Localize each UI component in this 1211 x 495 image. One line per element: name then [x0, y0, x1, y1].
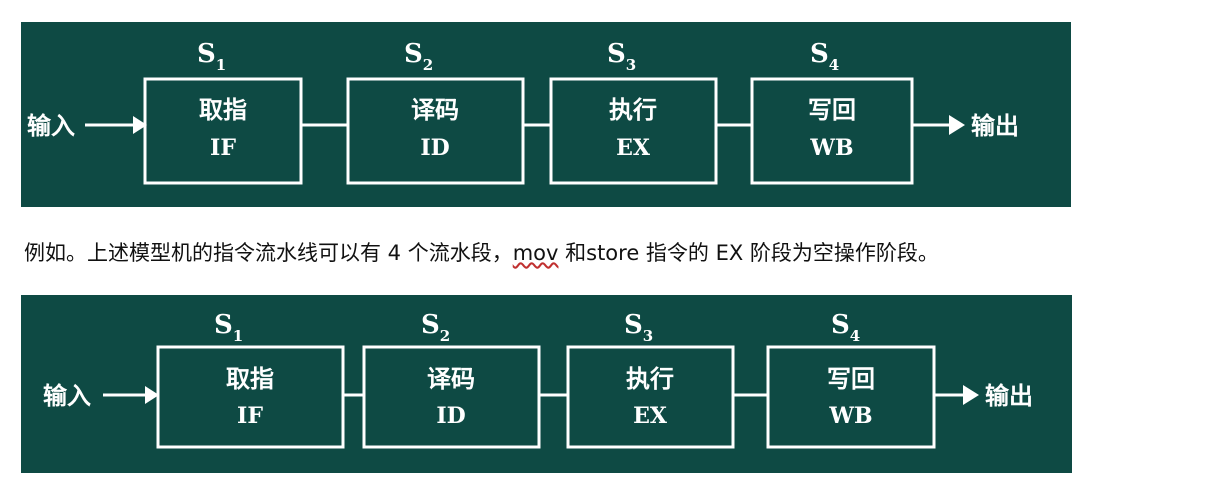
- stage-en-4: WB: [809, 135, 853, 161]
- stage-box-3: [566, 345, 735, 449]
- stage-cn-3: 执行: [626, 365, 674, 393]
- stage-tag-4: S4: [810, 39, 839, 74]
- caption-middle: 和store 指令的 EX 阶段为空操作阶段。: [558, 241, 939, 265]
- pipeline-diagram-bottom: 输入 输出 S1 S2 S3 S4 取指 IF 译码 ID 执行 EX 写回 W…: [21, 295, 1072, 473]
- stage-cn-2: 译码: [427, 365, 475, 393]
- stage-cn-1: 取指: [226, 365, 274, 393]
- caption-mov: mov: [512, 241, 559, 265]
- stage-box-3: [549, 77, 718, 185]
- stage-cn-3: 执行: [609, 96, 657, 124]
- stage-tag-1: S1: [197, 39, 226, 74]
- stage-box-1: [143, 77, 303, 185]
- stage-cn-1: 取指: [199, 96, 247, 124]
- caption-text: 例如。上述模型机的指令流水线可以有 4 个流水段，mov 和store 指令的 …: [24, 237, 1209, 267]
- stage-tag-3: S3: [624, 310, 653, 345]
- output-label: 输出: [985, 382, 1033, 410]
- stage-cn-4: 写回: [827, 365, 875, 393]
- caption-prefix: 例如。上述模型机的指令流水线可以有 4 个流水段，: [24, 241, 513, 265]
- pipeline-svg-bottom: 输入 输出 S1 S2 S3 S4 取指 IF 译码 ID 执行 EX 写回 W…: [43, 310, 1033, 449]
- pipeline-diagram-top: 输入 输出 S1 S2 S3 S4 取指 IF 译码 ID 执行 EX 写回 W…: [21, 22, 1071, 207]
- stage-cn-2: 译码: [411, 96, 459, 124]
- stage-tag-2: S2: [421, 310, 450, 345]
- input-label: 输入: [43, 382, 91, 410]
- stage-en-2: ID: [420, 135, 449, 161]
- stage-box-1: [156, 345, 345, 449]
- stage-en-4: WB: [828, 403, 872, 429]
- stage-box-2: [346, 77, 525, 185]
- stage-tag-3: S3: [607, 39, 636, 74]
- stage-en-3: EX: [616, 135, 651, 161]
- stage-box-4: [750, 77, 914, 185]
- input-arrowhead: [145, 386, 159, 404]
- input-arrowhead: [133, 116, 147, 134]
- stage-tag-2: S2: [404, 39, 433, 74]
- pipeline-svg-top: 输入 输出 S1 S2 S3 S4 取指 IF 译码 ID 执行 EX 写回 W…: [27, 39, 1019, 185]
- stage-en-2: ID: [436, 403, 465, 429]
- output-label: 输出: [971, 112, 1019, 140]
- stage-cn-4: 写回: [808, 96, 856, 124]
- stage-tag-4: S4: [831, 310, 860, 345]
- stage-box-2: [362, 345, 541, 449]
- stage-en-1: IF: [210, 135, 236, 161]
- stage-box-4: [766, 345, 936, 449]
- output-arrowhead: [949, 115, 965, 135]
- stage-en-3: EX: [633, 403, 668, 429]
- stage-en-1: IF: [237, 403, 263, 429]
- output-arrowhead: [963, 385, 979, 405]
- stage-tag-1: S1: [214, 310, 243, 345]
- input-label: 输入: [27, 112, 75, 140]
